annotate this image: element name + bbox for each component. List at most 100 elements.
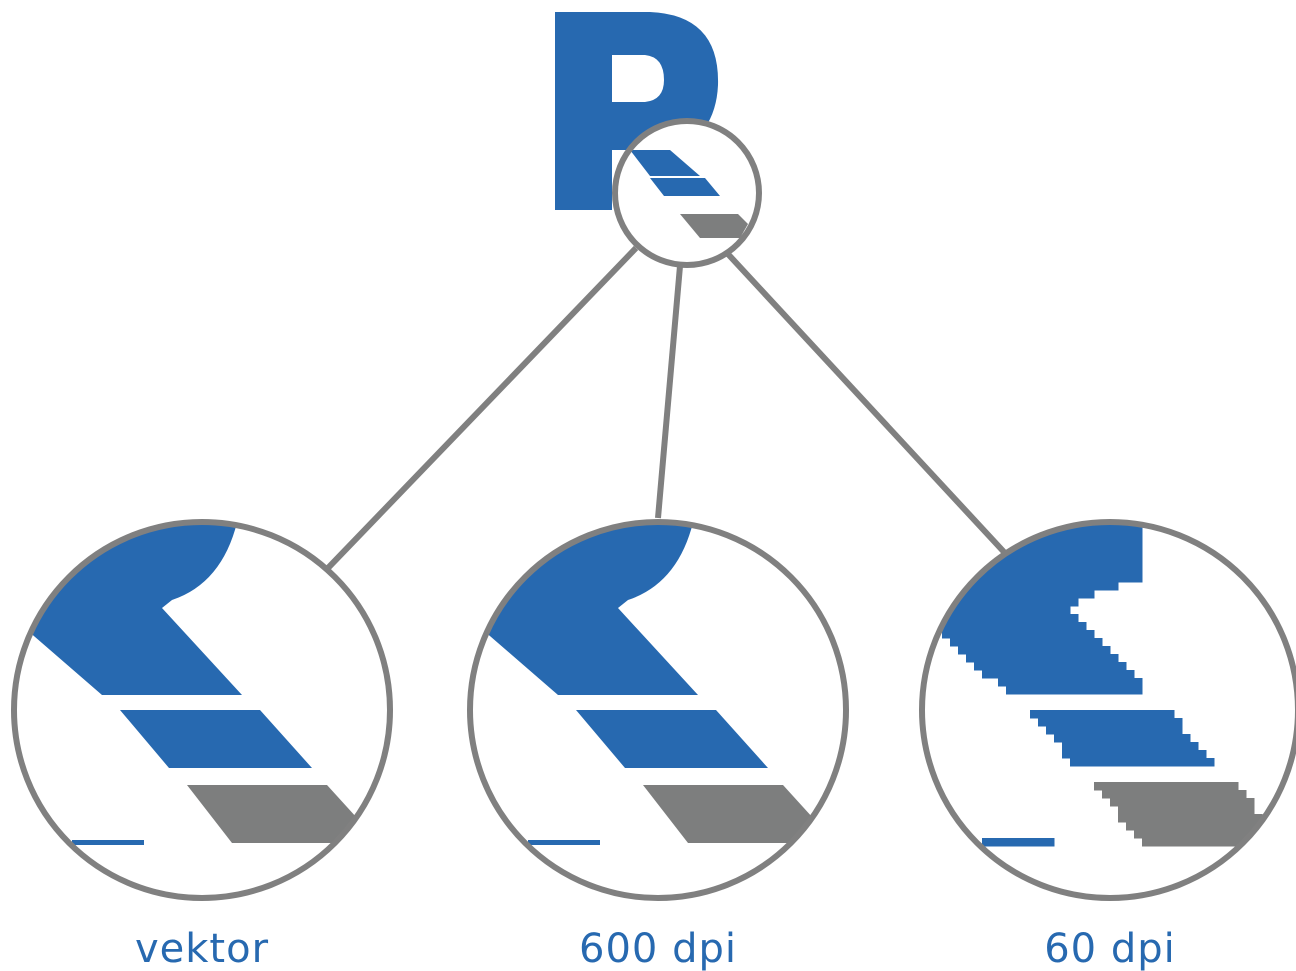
pixel-block	[1086, 686, 1095, 695]
pixel-block	[1014, 622, 1023, 631]
pixel-block	[1086, 534, 1095, 543]
pixel-block	[950, 614, 959, 623]
pixel-block	[998, 574, 1007, 583]
pixel-block	[998, 606, 1007, 615]
pixel-block	[1062, 566, 1071, 575]
pixel-block	[1038, 638, 1047, 647]
pixel-block	[1150, 734, 1159, 743]
pixel-block	[1126, 558, 1135, 567]
pixel-block	[1070, 526, 1079, 535]
pixel-block	[1078, 742, 1087, 751]
pixel-block	[1054, 510, 1063, 519]
pixel-block	[1094, 750, 1103, 759]
pixel-block	[1006, 654, 1015, 663]
pixel-block	[910, 598, 919, 607]
pixel-block	[1142, 814, 1151, 823]
pixel-block	[974, 654, 983, 663]
pixel-block	[1142, 822, 1151, 831]
pixel-block	[1046, 718, 1055, 727]
pixel-block	[990, 622, 999, 631]
pixel-block	[1110, 510, 1119, 519]
pixel-block	[1110, 542, 1119, 551]
pixel-block	[1166, 790, 1175, 799]
pixel-block	[1166, 830, 1175, 839]
pixel-block	[1038, 686, 1047, 695]
pixel-block	[1134, 534, 1143, 543]
pixel-block	[1230, 798, 1239, 807]
pixel-block	[1102, 646, 1111, 655]
pixel-block	[926, 622, 935, 631]
pixel-block	[1006, 558, 1015, 567]
r-logo-icon	[555, 12, 762, 268]
pixel-block	[982, 838, 991, 847]
pixel-block	[1062, 654, 1071, 663]
pixel-block	[1142, 750, 1151, 759]
pixel-block	[1062, 742, 1071, 751]
pixel-block	[966, 558, 975, 567]
pixel-block	[1086, 582, 1095, 591]
pixel-block	[1046, 614, 1055, 623]
pixel-block	[1022, 622, 1031, 631]
pixel-block	[966, 622, 975, 631]
pixel-block	[1174, 830, 1183, 839]
pixel-block	[1126, 566, 1135, 575]
pixel-block	[1094, 574, 1103, 583]
pixel-block	[1006, 550, 1015, 559]
pixel-block	[1030, 630, 1039, 639]
pixel-block	[1142, 758, 1151, 767]
pixel-block	[1054, 718, 1063, 727]
pixel-block	[1070, 710, 1079, 719]
pixel-block	[1094, 710, 1103, 719]
pixel-block	[1070, 622, 1079, 631]
pixel-block	[1158, 758, 1167, 767]
pixel-block	[1150, 710, 1159, 719]
pixel-block	[1022, 614, 1031, 623]
pixel-block	[1086, 718, 1095, 727]
pixel-block	[1086, 742, 1095, 751]
pixel-block	[1014, 662, 1023, 671]
pixel-block	[1094, 686, 1103, 695]
pixel-block	[1214, 806, 1223, 815]
pixel-block	[1102, 558, 1111, 567]
pixel-block	[1190, 742, 1199, 751]
pixel-block	[1046, 678, 1055, 687]
pixel-block	[1198, 838, 1207, 847]
pixel-block	[1222, 782, 1231, 791]
pixel-block	[1030, 522, 1039, 527]
pixel-block	[1110, 758, 1119, 767]
pixel-block	[1094, 670, 1103, 679]
pixel-block	[1182, 782, 1191, 791]
pixel-block	[1070, 510, 1079, 519]
pixel-block	[1126, 822, 1135, 831]
pixel-block	[1110, 742, 1119, 751]
pixel-block	[1222, 798, 1231, 807]
pixel-block	[1150, 742, 1159, 751]
pixel-block	[1102, 526, 1111, 535]
pixel-block	[1158, 822, 1167, 831]
pixel-block	[1094, 782, 1103, 791]
pixel-block	[1134, 790, 1143, 799]
pixel-block	[1166, 814, 1175, 823]
pixel-block	[1134, 742, 1143, 751]
pixel-block	[1078, 758, 1087, 767]
pixel-block	[1134, 822, 1143, 831]
pixel-block	[1086, 654, 1095, 663]
pixel-block	[974, 542, 983, 551]
pixel-block	[1094, 526, 1103, 535]
pixel-block	[1238, 814, 1247, 823]
pixel-block	[1046, 590, 1055, 599]
pixel-block	[1014, 654, 1023, 663]
pixel-block	[1062, 534, 1071, 543]
pixel-block	[982, 606, 991, 615]
pixel-block	[1182, 790, 1191, 799]
pixel-block	[982, 638, 991, 647]
pixel-block	[1118, 814, 1127, 823]
pixel-block	[1038, 630, 1047, 639]
pixel-block	[1110, 686, 1119, 695]
pixel-block	[1158, 742, 1167, 751]
pixel-block	[950, 622, 959, 631]
pixel-block	[982, 622, 991, 631]
pixel-block	[990, 646, 999, 655]
pixel-block	[1238, 830, 1247, 839]
